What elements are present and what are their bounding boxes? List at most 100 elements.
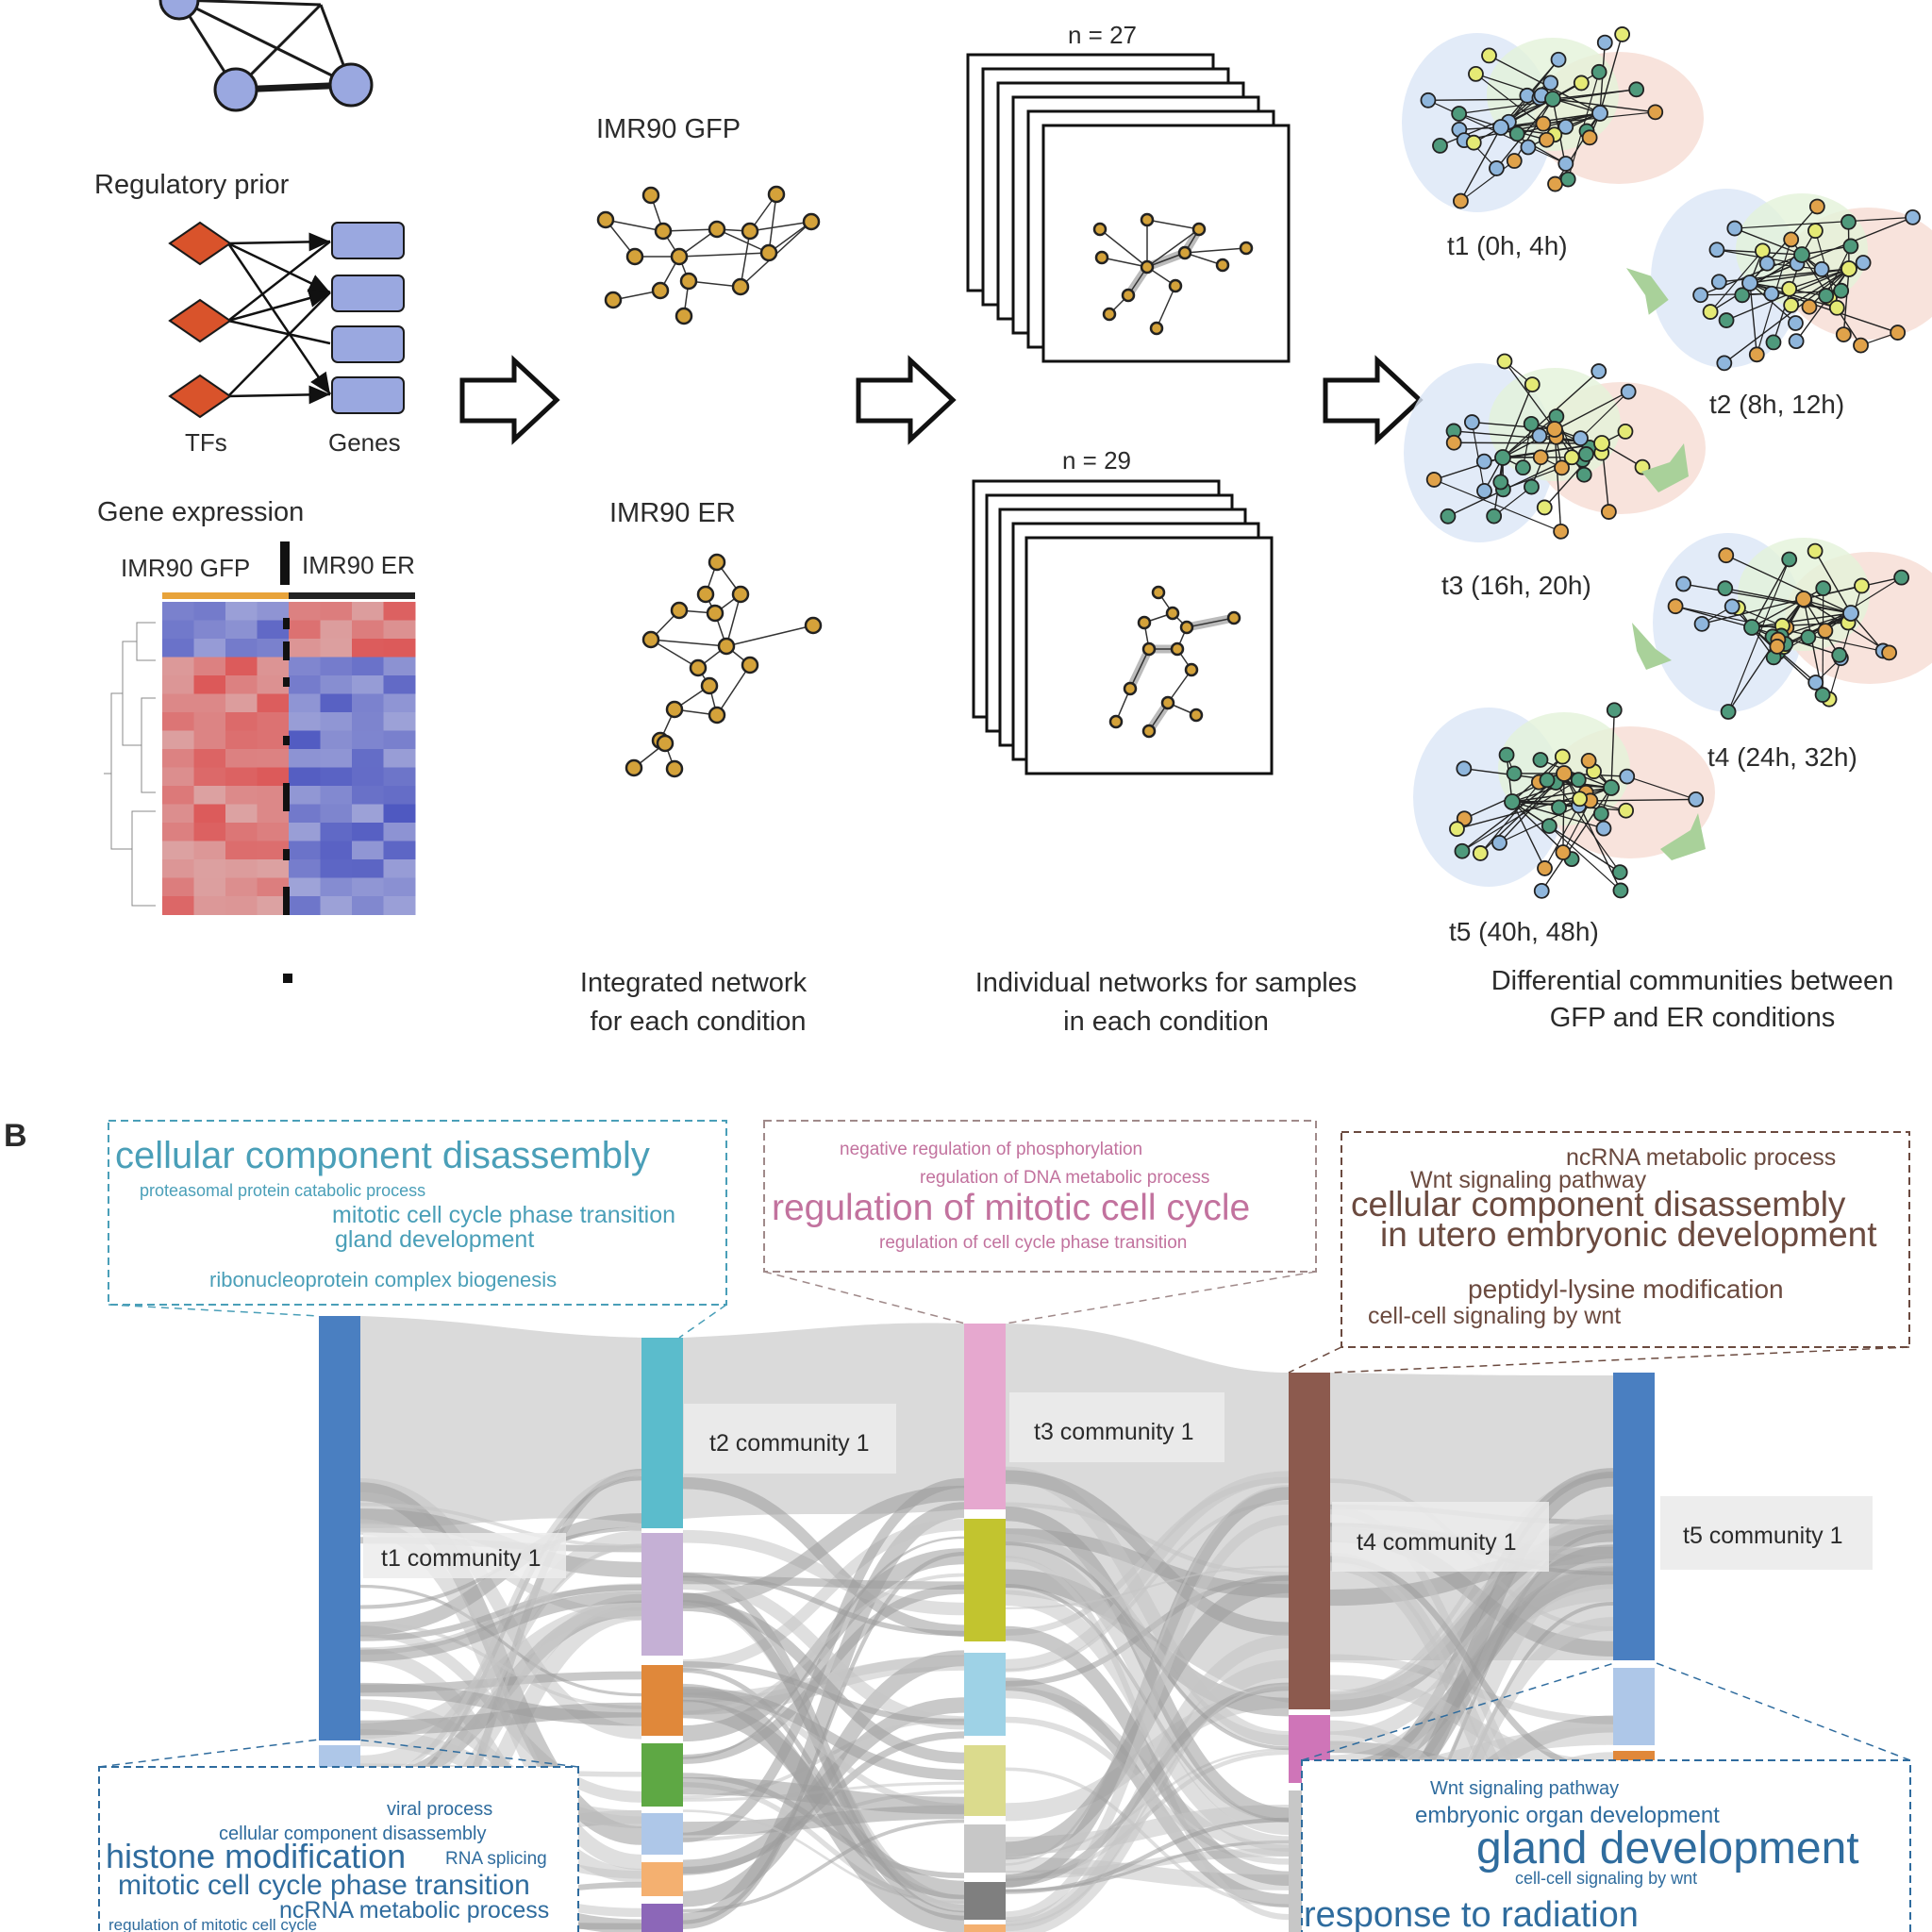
community-network xyxy=(1651,189,1932,372)
heatmap-cell xyxy=(320,693,353,713)
sample-network-card xyxy=(1041,124,1291,363)
sankey-flow xyxy=(682,1529,965,1616)
heatmap-cell xyxy=(193,804,226,824)
network-node xyxy=(1573,75,1590,92)
sankey-flow xyxy=(682,1575,965,1591)
arrow-right-icon xyxy=(459,355,560,445)
network-node xyxy=(665,700,684,719)
network-edge xyxy=(1511,787,1612,803)
heatmap-cell xyxy=(289,841,321,860)
community-networks xyxy=(1402,26,1932,899)
t4-label: t4 (24h, 32h) xyxy=(1707,742,1857,772)
wc-bl-term: regulation of mitotic cell cycle xyxy=(108,1916,317,1932)
heatmap-cell xyxy=(352,749,384,768)
heatmap-cell xyxy=(193,767,226,787)
sankey-node-bar xyxy=(964,1519,1006,1641)
network-node xyxy=(802,212,821,231)
network-node xyxy=(1539,772,1556,789)
network-node xyxy=(1720,704,1737,720)
network-node xyxy=(1716,355,1733,372)
regulatory-prior-graph xyxy=(168,221,405,419)
network-node xyxy=(1781,551,1798,568)
network-node xyxy=(1580,752,1597,769)
network-node xyxy=(1606,702,1623,719)
tf-diamond xyxy=(168,298,232,343)
network-node xyxy=(1494,449,1511,466)
gene-box xyxy=(331,222,405,259)
heatmap-cell xyxy=(193,877,226,897)
t1-community-label: t1 community 1 xyxy=(381,1545,541,1572)
gene-expression-title: Gene expression xyxy=(97,497,304,527)
network-edge xyxy=(678,252,770,258)
network-edge xyxy=(1580,391,1629,440)
sankey-node-bar xyxy=(964,1745,1006,1816)
heatmap-cell xyxy=(257,712,290,731)
network-edge xyxy=(1460,160,1515,202)
network-node xyxy=(1506,765,1523,782)
heatmap-cell xyxy=(383,675,416,694)
network-node xyxy=(731,585,750,604)
heatmap-cell xyxy=(225,639,258,658)
network-node xyxy=(1555,844,1572,860)
network-node xyxy=(1840,213,1857,230)
network-node xyxy=(1432,138,1448,154)
heatmap-cell xyxy=(162,767,194,787)
heatmap-cell xyxy=(383,749,416,768)
network-edge xyxy=(1433,478,1561,532)
network-edge xyxy=(1554,112,1601,185)
heatmap-cell xyxy=(225,859,258,878)
sankey-flow xyxy=(359,1584,642,1641)
network-edge xyxy=(1186,617,1235,628)
network-node xyxy=(1137,615,1152,630)
heatmap-cell xyxy=(289,620,321,640)
network-node xyxy=(804,616,823,635)
wordcloud-bl-box xyxy=(98,1766,579,1932)
wordcloud-t1: cellular component disassembly proteasom… xyxy=(115,1135,675,1291)
network-node xyxy=(1226,610,1241,625)
network-node xyxy=(1168,278,1183,293)
network-node xyxy=(1559,171,1576,188)
heatmap-cell xyxy=(193,786,226,805)
heatmap-cell xyxy=(320,823,353,841)
heatmap-cell xyxy=(162,896,194,915)
network-node xyxy=(1149,321,1164,336)
sankey-flow xyxy=(682,1686,965,1781)
network-edge xyxy=(1502,391,1629,458)
network-node xyxy=(1184,662,1199,677)
heatmap-cell xyxy=(352,767,384,787)
heatmap-cell xyxy=(162,620,194,640)
network-node xyxy=(1612,882,1629,899)
gene-box xyxy=(331,376,405,414)
community-network xyxy=(1413,702,1715,899)
n-gfp-label: n = 27 xyxy=(1068,21,1137,49)
network-node xyxy=(1647,104,1664,121)
sankey-flow xyxy=(1005,1625,1290,1887)
heatmap-cell xyxy=(352,602,384,621)
network-edge xyxy=(1734,227,1803,256)
network-node xyxy=(1688,791,1705,808)
sankey-flow xyxy=(682,1572,965,1637)
sankey-node-bar xyxy=(1289,1373,1330,1709)
wc-br-term: cell-cell signaling by wnt xyxy=(1515,1869,1697,1888)
heatmap-cell xyxy=(225,602,258,621)
network-edge xyxy=(1789,268,1850,290)
network-node xyxy=(1536,499,1553,516)
tfs-label: TFs xyxy=(185,428,227,457)
heatmap-cell xyxy=(162,712,194,731)
network-node xyxy=(1533,882,1550,899)
wc-br-term: gland development xyxy=(1476,1824,1859,1874)
heatmap-cell xyxy=(257,657,290,676)
network-node xyxy=(1591,63,1607,80)
network-node xyxy=(1781,280,1798,297)
sankey-flow xyxy=(1005,1659,1290,1932)
network-node xyxy=(1853,337,1869,354)
network-node xyxy=(1544,91,1561,108)
network-node xyxy=(1481,47,1497,64)
network-edge xyxy=(1738,607,1783,626)
network-node xyxy=(1179,620,1194,635)
network-node xyxy=(1618,802,1635,819)
network-node xyxy=(1140,212,1155,227)
network-node xyxy=(1795,591,1812,608)
network-node xyxy=(1758,255,1775,272)
